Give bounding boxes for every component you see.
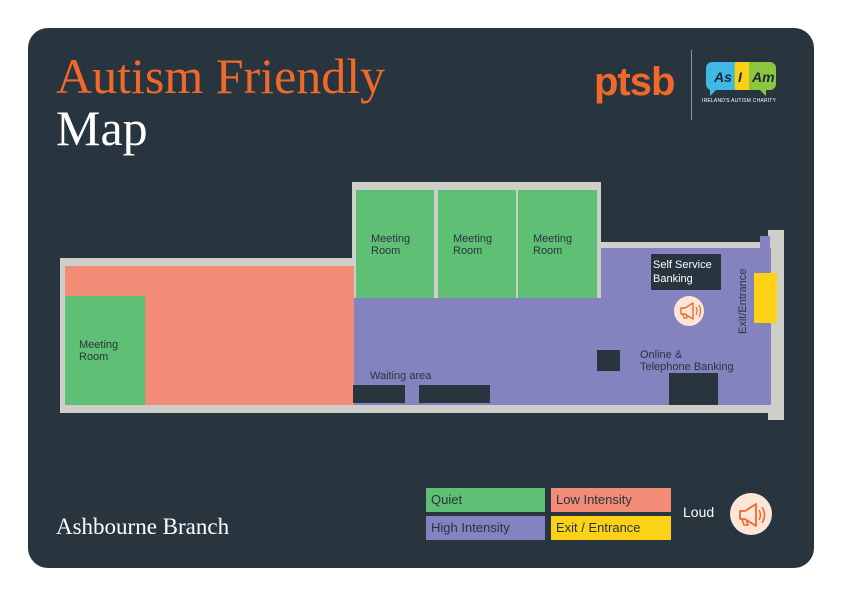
- asiam-as: As: [713, 69, 732, 85]
- logo-divider: [691, 50, 692, 120]
- desk-small: [597, 350, 620, 371]
- legend-high-intensity: High Intensity: [426, 516, 545, 540]
- waiting-bench-2: [419, 385, 490, 403]
- title-line-1: Autism Friendly: [56, 48, 386, 104]
- map-card: Autism Friendly Map ptsb As I Am IRELAND…: [28, 28, 814, 568]
- quiet-room-2: [356, 190, 434, 298]
- title-line-2: Map: [56, 100, 148, 156]
- high-intensity-zone-notch: [760, 236, 770, 254]
- legend-quiet: Quiet: [426, 488, 545, 512]
- branch-name: Ashbourne Branch: [56, 514, 230, 539]
- asiam-i: I: [738, 69, 743, 85]
- asiam-am: Am: [751, 69, 775, 85]
- legend-low-intensity: Low Intensity: [551, 488, 671, 512]
- telephone-banking-desk: [669, 373, 718, 405]
- megaphone-icon: [730, 493, 772, 535]
- online-label-2: Telephone Banking: [640, 361, 734, 373]
- exit-entrance-zone: [754, 273, 777, 323]
- waiting-bench-1: [353, 385, 405, 403]
- self-service-label-1: Self Service: [653, 259, 712, 271]
- self-service-label-2: Banking: [653, 273, 693, 285]
- asiam-tagline: IRELAND'S AUTISM CHARITY: [702, 98, 777, 104]
- legend-loud-label: Loud: [683, 504, 715, 520]
- online-label-1: Online &: [640, 349, 683, 361]
- quiet-room-4: [518, 190, 597, 298]
- quiet-room-3: [438, 190, 516, 298]
- waiting-area-label: Waiting area: [370, 370, 432, 382]
- legend-exit-entrance: Exit / Entrance: [551, 516, 671, 540]
- asiam-logo: As I Am: [705, 62, 776, 96]
- ptsb-logo: ptsb: [594, 60, 675, 104]
- self-service-kiosk: [651, 254, 721, 290]
- quiet-room-1: [65, 296, 145, 405]
- exit-entrance-label: Exit/Entrance: [737, 269, 749, 334]
- megaphone-icon: [674, 296, 704, 326]
